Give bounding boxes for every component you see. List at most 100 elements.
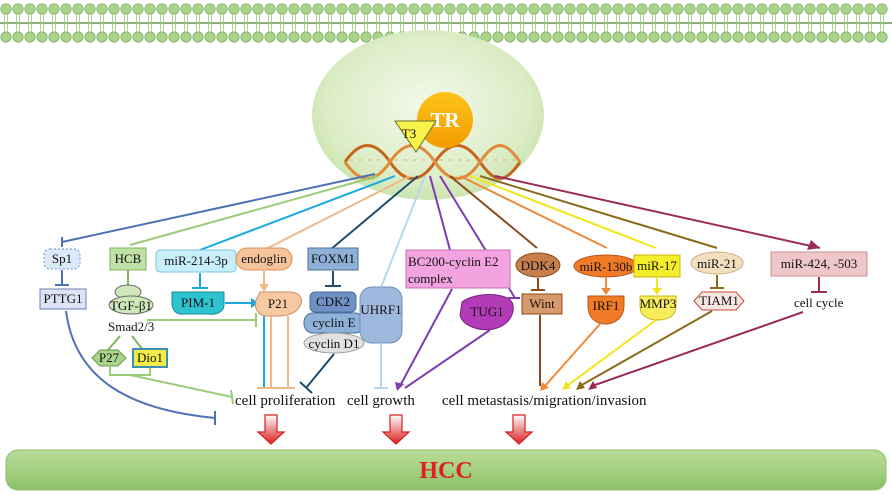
membrane-head-bottom xyxy=(276,31,288,43)
membrane-head-bottom xyxy=(336,31,348,43)
membrane-tail xyxy=(880,14,884,32)
membrane-tail xyxy=(868,14,872,32)
cell-cycle-label: cell cycle xyxy=(794,295,844,310)
svg-text:TIAM1: TIAM1 xyxy=(699,293,739,308)
foxm1-node: FOXM1 xyxy=(307,247,359,271)
svg-text:UHRF1: UHRF1 xyxy=(360,302,401,317)
membrane-head-top xyxy=(228,3,240,15)
svg-text:P27: P27 xyxy=(99,350,120,365)
membrane-tail xyxy=(184,14,188,32)
membrane-head-top xyxy=(372,3,384,15)
hcb-node: HCB xyxy=(109,247,147,271)
membrane-head-bottom xyxy=(564,31,576,43)
svg-text:Sp1: Sp1 xyxy=(52,251,72,266)
membrane-head-top xyxy=(48,3,60,15)
mir130b-node: miR-130b xyxy=(573,254,639,278)
hcc-bar xyxy=(5,449,887,491)
membrane-head-bottom xyxy=(876,31,888,43)
membrane-tail xyxy=(520,14,524,32)
svg-text:BC200-cyclin E2: BC200-cyclin E2 xyxy=(408,254,499,269)
membrane-head-top xyxy=(84,3,96,15)
membrane-head-bottom xyxy=(0,31,12,43)
membrane-head-top xyxy=(540,3,552,15)
svg-text:PTTG1: PTTG1 xyxy=(44,291,83,306)
membrane-head-bottom xyxy=(324,31,336,43)
svg-text:miR-214-3p: miR-214-3p xyxy=(164,253,228,268)
membrane-head-top xyxy=(120,3,132,15)
membrane-head-top xyxy=(672,3,684,15)
membrane-head-bottom xyxy=(624,31,636,43)
membrane-tail xyxy=(304,14,308,32)
svg-text:PIM-1: PIM-1 xyxy=(181,295,215,310)
membrane-tail xyxy=(640,14,644,32)
membrane-tail xyxy=(496,14,500,32)
membrane-tail xyxy=(4,14,8,32)
membrane-head-bottom xyxy=(36,31,48,43)
svg-text:FOXM1: FOXM1 xyxy=(311,251,355,266)
membrane-head-top xyxy=(528,3,540,15)
membrane-head-bottom xyxy=(660,31,672,43)
membrane-head-bottom xyxy=(312,31,324,43)
membrane-head-bottom xyxy=(684,31,696,43)
membrane-head-bottom xyxy=(192,31,204,43)
membrane-tail xyxy=(556,14,560,32)
membrane-head-bottom xyxy=(180,31,192,43)
membrane-head-top xyxy=(480,3,492,15)
membrane-tail xyxy=(64,14,68,32)
membrane-tail xyxy=(712,14,716,32)
membrane-head-bottom xyxy=(492,31,504,43)
svg-text:Wint: Wint xyxy=(529,296,555,311)
membrane-head-top xyxy=(708,3,720,15)
membrane-tail xyxy=(52,14,56,32)
membrane-head-bottom xyxy=(732,31,744,43)
membrane-head-top xyxy=(492,3,504,15)
p21-node: P21 xyxy=(255,291,303,317)
tiam1-node: TIAM1 xyxy=(693,291,745,311)
membrane-tail xyxy=(112,14,116,32)
membrane-head-top xyxy=(552,3,564,15)
membrane-head-bottom xyxy=(12,31,24,43)
membrane-tail xyxy=(196,14,200,32)
membrane-head-bottom xyxy=(636,31,648,43)
membrane-tail xyxy=(208,14,212,32)
membrane-tail xyxy=(256,14,260,32)
membrane-head-top xyxy=(240,3,252,15)
membrane-head-top xyxy=(780,3,792,15)
membrane-head-bottom xyxy=(744,31,756,43)
svg-text:IRF1: IRF1 xyxy=(593,298,620,313)
membrane-tail xyxy=(772,14,776,32)
membrane-head-top xyxy=(768,3,780,15)
membrane-head-bottom xyxy=(204,31,216,43)
membrane-tail xyxy=(28,14,32,32)
membrane-tail xyxy=(604,14,608,32)
membrane-head-bottom xyxy=(360,31,372,43)
membrane-head-top xyxy=(420,3,432,15)
membrane-tail xyxy=(700,14,704,32)
sp1-node: Sp1 xyxy=(43,248,81,270)
membrane-tail xyxy=(760,14,764,32)
cycline-node: cyclin E xyxy=(303,312,365,334)
membrane-tail xyxy=(268,14,272,32)
svg-text:DDK4: DDK4 xyxy=(521,258,556,273)
dio1-node: Dio1 xyxy=(132,348,168,368)
membrane-head-top xyxy=(0,3,12,15)
t3-label: T3 xyxy=(402,126,416,141)
membrane-head-top xyxy=(732,3,744,15)
cyclind1-node: cyclin D1 xyxy=(303,332,365,354)
membrane-tail xyxy=(508,14,512,32)
svg-text:HCB: HCB xyxy=(115,251,142,266)
svg-text:miR-21: miR-21 xyxy=(697,256,737,271)
membrane-head-bottom xyxy=(300,31,312,43)
membrane-tail xyxy=(280,14,284,32)
membrane-head-top xyxy=(852,3,864,15)
membrane-tail xyxy=(88,14,92,32)
membrane-tail xyxy=(628,14,632,32)
membrane-tail xyxy=(832,14,836,32)
membrane-head-top xyxy=(180,3,192,15)
mir21-node: miR-21 xyxy=(690,251,744,275)
membrane-head-top xyxy=(684,3,696,15)
membrane-tail xyxy=(232,14,236,32)
membrane-tail xyxy=(844,14,848,32)
mmp3-node: MMP3 xyxy=(639,295,677,321)
membrane-tail xyxy=(220,14,224,32)
